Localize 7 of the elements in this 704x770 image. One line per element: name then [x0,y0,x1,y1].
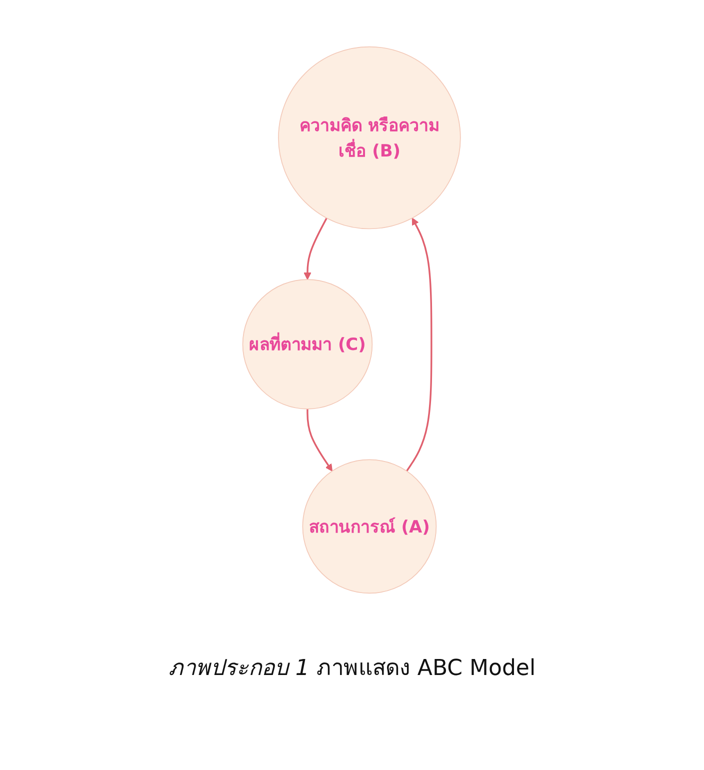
arrow [307,408,333,472]
node-circle: สถานการณ์ (A) [302,459,438,594]
node-circle: ผลที่ตามมา (C) [242,279,374,410]
arrow [406,218,433,472]
arrow [304,218,328,280]
figure-caption: ภาพประกอบ 1 ภาพแสดง ABC Model [168,656,536,681]
node-circle: ความคิด หรือความเชื่อ (B) [278,46,462,230]
